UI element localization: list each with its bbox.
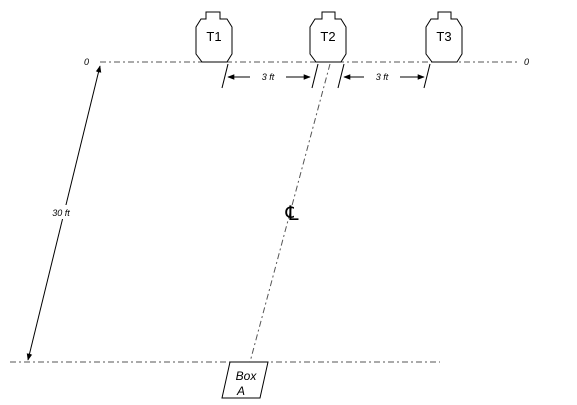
target-t1: T1: [195, 11, 233, 63]
distance-label: 30 ft: [52, 208, 70, 218]
distance-label-bg: [50, 205, 72, 219]
baseline-right-label: 0: [524, 57, 529, 67]
tick-t3-left: [423, 63, 431, 89]
box-label-line2: A: [236, 384, 245, 398]
target-t1-label: T1: [206, 29, 221, 44]
spacing-left-label: 3 ft: [262, 72, 275, 82]
target-t3: T3: [425, 11, 463, 63]
tick-t1-right: [221, 63, 229, 89]
centerline-symbol: ℄: [283, 203, 301, 225]
box-label-line1: Box: [236, 369, 258, 383]
tick-t2-left: [311, 63, 319, 89]
target-t3-label: T3: [436, 29, 451, 44]
shooting-box-a: Box A: [221, 361, 269, 399]
tick-t2-right: [337, 63, 345, 89]
spacing-right-label: 3 ft: [376, 72, 389, 82]
target-t2: T2: [309, 11, 347, 63]
target-t2-label: T2: [320, 29, 335, 44]
center-line: [249, 63, 331, 363]
baseline-left-label: 0: [84, 57, 89, 67]
